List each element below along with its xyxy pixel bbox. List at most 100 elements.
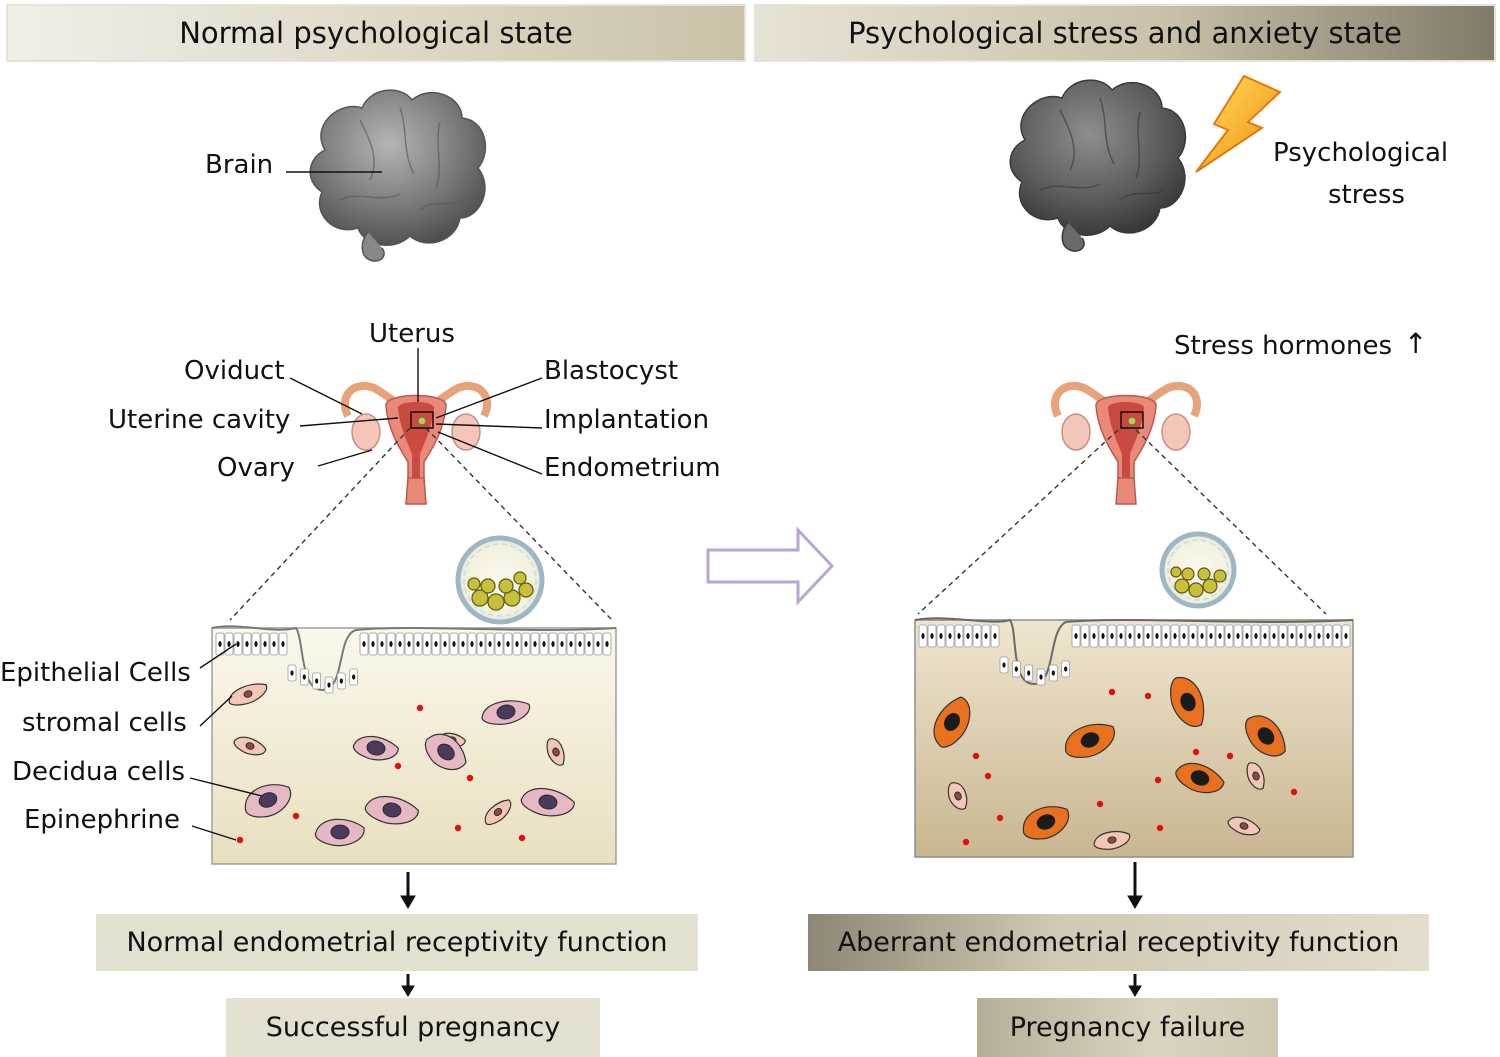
epinephrine-dot <box>984 772 992 780</box>
stromal-cell-nucleus <box>1252 771 1260 781</box>
epithelial-nucleus <box>542 641 546 647</box>
epithelial-nucleus <box>1308 633 1312 639</box>
epithelial-nucleus <box>479 641 483 647</box>
epinephrine-dot <box>518 834 526 842</box>
gland-nucleus <box>1064 666 1068 672</box>
epithelial-nucleus <box>975 633 979 639</box>
gland-nucleus <box>1039 674 1043 680</box>
epithelial-nucleus <box>362 641 366 647</box>
stromal-cell <box>1227 816 1261 836</box>
decidua-cell <box>520 787 575 817</box>
decidua-cell <box>424 733 467 771</box>
stromal-cell-nucleus <box>493 807 503 817</box>
epithelial-nucleus <box>515 641 519 647</box>
gland-nucleus <box>1014 666 1018 672</box>
stromal-cell-nucleus <box>245 742 255 750</box>
epithelial-nucleus <box>1326 633 1330 639</box>
decidua-cell-nucleus <box>330 824 350 840</box>
epithelial-nucleus <box>1227 633 1231 639</box>
zoom-lines-right <box>917 429 1327 615</box>
epithelial-nucleus <box>605 641 609 647</box>
label-uterus: Uterus <box>369 319 455 349</box>
epithelial-nucleus <box>1245 633 1249 639</box>
epithelial-nucleus <box>218 641 222 647</box>
flow-arrows-left <box>400 872 416 997</box>
epithelial-nucleus <box>245 641 249 647</box>
epithelial-nucleus <box>227 641 231 647</box>
epithelial-nucleus <box>1101 633 1105 639</box>
gland-nucleus <box>1002 662 1006 668</box>
decidua-cell <box>244 784 292 818</box>
gland-nucleus <box>352 674 356 680</box>
epithelial-nucleus <box>1128 633 1132 639</box>
label-blastocyst: Blastocyst <box>544 356 679 386</box>
label-decidua-cells: Decidua cells <box>12 757 185 787</box>
decidua-cell-nucleus <box>538 794 558 810</box>
stromal-cell-nucleus <box>1239 822 1249 830</box>
transition-arrow-icon <box>706 526 835 606</box>
epithelial-nucleus <box>1173 633 1177 639</box>
blastocyst-stress-icon <box>1159 531 1237 609</box>
epithelial-nucleus <box>939 633 943 639</box>
cells-stress <box>933 676 1298 850</box>
label-stromal-cells: stromal cells <box>22 708 187 738</box>
epithelial-nucleus <box>560 641 564 647</box>
decidua-cell-nucleus <box>496 704 516 720</box>
decidua-cell-stress <box>1064 723 1115 758</box>
header-normal-state: Normal psychological state <box>6 4 746 62</box>
epithelial-nucleus <box>1110 633 1114 639</box>
stromal-cell <box>546 738 565 766</box>
epithelial-nucleus <box>1299 633 1303 639</box>
stromal-cell <box>233 736 267 756</box>
decidua-cell-stress <box>1245 715 1286 757</box>
epithelial-nucleus <box>1164 633 1168 639</box>
brain-normal-icon <box>309 89 487 262</box>
header-stress-state: Psychological stress and anxiety state <box>754 4 1496 62</box>
epithelial-nucleus <box>1074 633 1078 639</box>
decidua-cell <box>364 795 419 825</box>
epinephrine-dot <box>1226 752 1234 760</box>
epithelial-nucleus <box>281 641 285 647</box>
epithelial-nucleus <box>416 641 420 647</box>
epithelial-nucleus <box>1146 633 1150 639</box>
decidua-cell-stress <box>933 696 971 748</box>
label-oviduct: Oviduct <box>184 356 285 386</box>
epithelial-nucleus <box>1254 633 1258 639</box>
epithelial-nucleus <box>452 641 456 647</box>
epithelial-nucleus <box>1200 633 1204 639</box>
flow-arrows-right <box>1127 862 1143 997</box>
epithelial-nucleus <box>533 641 537 647</box>
cells-normal <box>228 683 575 847</box>
epithelial-nucleus <box>389 641 393 647</box>
stromal-cell <box>947 782 968 810</box>
decidua-cell-stress-nucleus <box>1190 770 1210 786</box>
decidua-cell-stress-nucleus <box>944 712 960 732</box>
epithelial-nucleus <box>1335 633 1339 639</box>
epithelial-nucleus <box>407 641 411 647</box>
epinephrine-dot <box>1108 688 1116 696</box>
label-uterine-cavity: Uterine cavity <box>108 405 291 435</box>
epithelial-nucleus <box>1182 633 1186 639</box>
epinephrine-dot <box>292 812 300 820</box>
epithelial-nucleus <box>398 641 402 647</box>
label-brain: Brain <box>205 150 274 180</box>
gland-nucleus <box>1027 670 1031 676</box>
label-ovary: Ovary <box>217 453 295 483</box>
label-implantation: Implantation <box>544 405 710 435</box>
stromal-cell-nucleus <box>1107 836 1117 844</box>
epithelial-nucleus <box>506 641 510 647</box>
epithelial-nucleus <box>524 641 528 647</box>
stromal-cell <box>1246 762 1265 790</box>
epithelial-nucleus <box>993 633 997 639</box>
epithelial-nucleus <box>1236 633 1240 639</box>
epithelial-nucleus <box>461 641 465 647</box>
label-stress: stress <box>1328 180 1405 210</box>
uterus-leader-lines <box>289 348 543 475</box>
label-epinephrine: Epinephrine <box>24 805 180 835</box>
gland-nucleus <box>1051 670 1055 676</box>
epithelial-nucleus <box>1272 633 1276 639</box>
epithelial-nucleus <box>497 641 501 647</box>
stromal-cell <box>228 683 268 706</box>
outcome-aberrant-function: Aberrant endometrial receptivity functio… <box>808 914 1429 971</box>
